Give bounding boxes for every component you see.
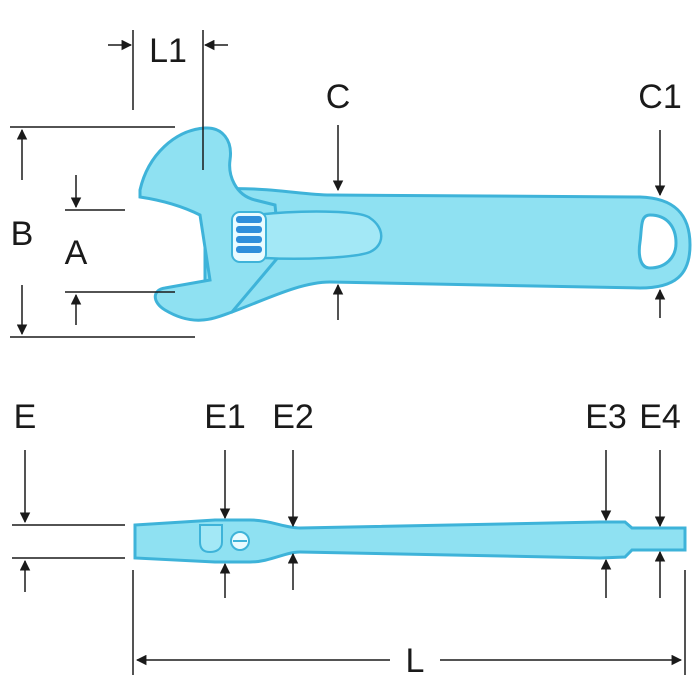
dimension-L xyxy=(132,570,686,675)
dimension-B xyxy=(10,126,195,338)
label-C: C xyxy=(326,78,351,116)
dimension-A xyxy=(65,175,175,325)
worm-screw xyxy=(231,211,267,263)
label-A: A xyxy=(65,234,88,272)
wrench-side-profile xyxy=(133,518,687,564)
dimension-E xyxy=(12,450,125,592)
label-L: L xyxy=(406,642,425,680)
wrench-top-view xyxy=(138,126,692,322)
label-E3: E3 xyxy=(585,398,627,436)
dimension-L1 xyxy=(108,30,228,170)
label-E: E xyxy=(14,398,37,436)
wrench-side-view xyxy=(133,518,687,564)
side-jaw-detail xyxy=(199,524,223,554)
label-E2: E2 xyxy=(272,398,314,436)
handle-slot xyxy=(253,210,383,260)
label-E1: E1 xyxy=(204,398,246,436)
label-E4: E4 xyxy=(639,398,681,436)
hanging-hole xyxy=(637,213,678,270)
side-screw-icon xyxy=(230,531,250,551)
label-L1: L1 xyxy=(149,32,187,70)
label-C1: C1 xyxy=(638,78,681,116)
label-B: B xyxy=(11,215,34,253)
